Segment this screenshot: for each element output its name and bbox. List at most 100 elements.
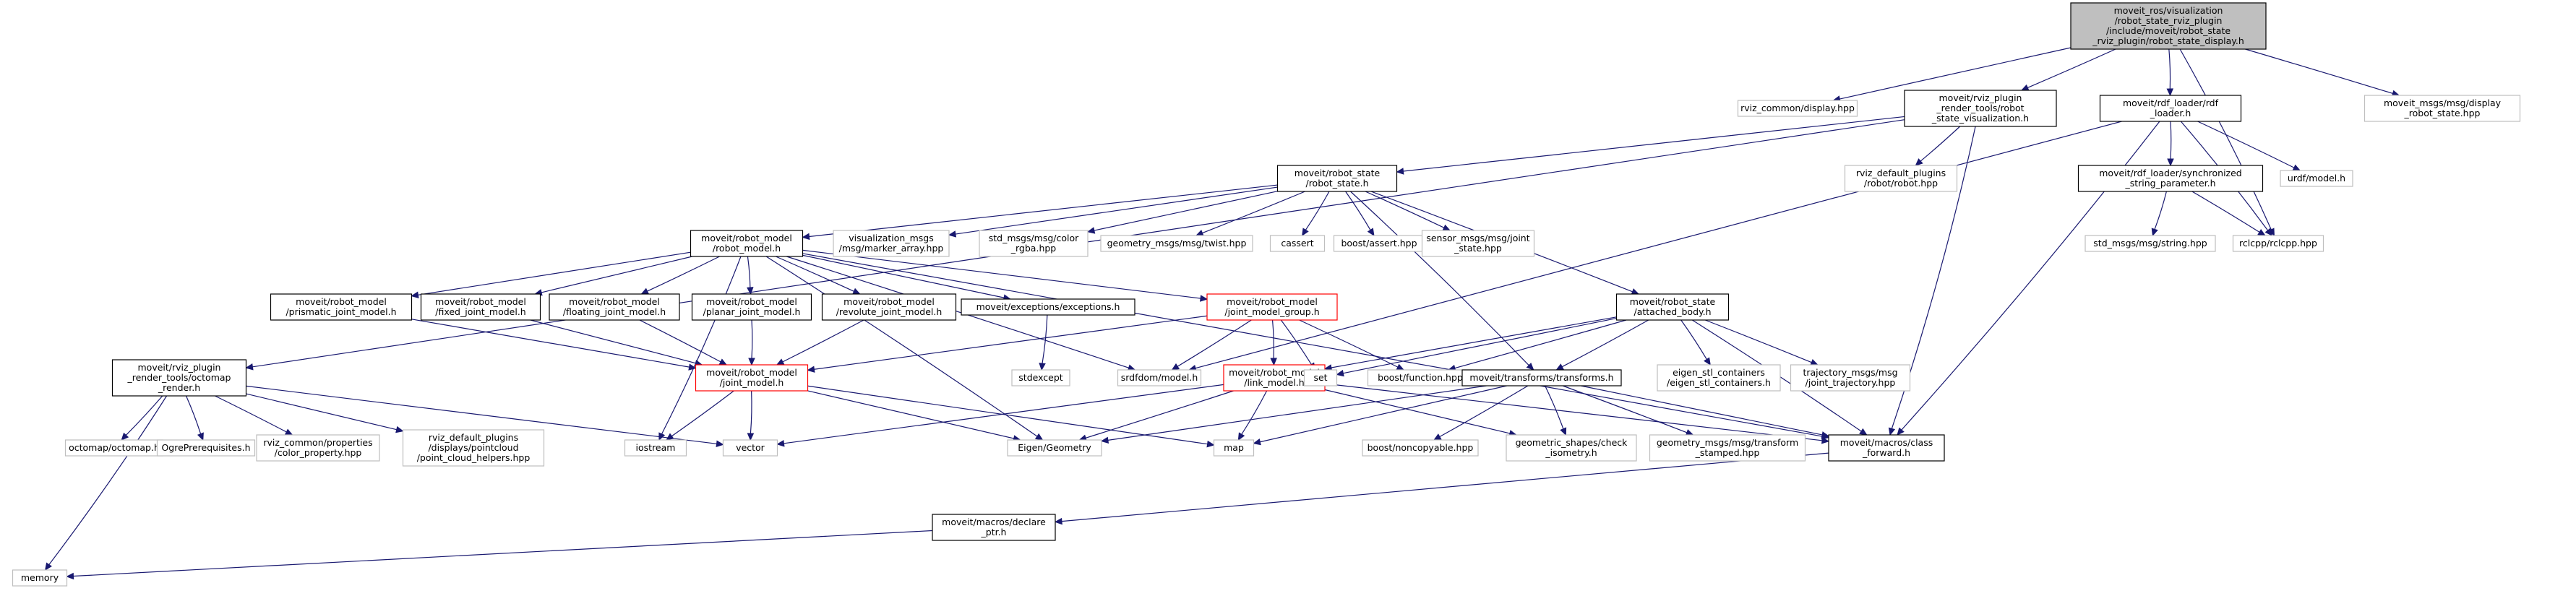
graph-node-srdfdom[interactable]: srdfdom/model.h bbox=[1117, 369, 1202, 386]
edge-arrowhead bbox=[1442, 224, 1451, 231]
node-box bbox=[961, 298, 1135, 316]
node-label-line: boost/noncopyable.hpp bbox=[1368, 442, 1474, 453]
node-label-line: /displays/pointcloud bbox=[428, 442, 518, 453]
node-label-line: set bbox=[1313, 372, 1327, 383]
graph-node-rviz-display[interactable]: rviz_common/display.hpp bbox=[1737, 100, 1858, 117]
edge-line bbox=[1920, 126, 1961, 162]
graph-node-noncopyable[interactable]: boost/noncopyable.hpp bbox=[1362, 439, 1479, 457]
graph-node-transforms[interactable]: moveit/transforms/transforms.h bbox=[1461, 369, 1622, 386]
graph-node-robot-state[interactable]: moveit/robot_state/robot_state.h bbox=[1276, 165, 1398, 192]
edge-arrowhead bbox=[807, 366, 815, 373]
edge-arrowhead bbox=[718, 358, 728, 366]
graph-node-octomap-render[interactable]: moveit/rviz_plugin_render_tools/octomap_… bbox=[111, 359, 247, 397]
graph-node-std-string[interactable]: std_msgs/msg/string.hpp bbox=[2085, 235, 2216, 252]
graph-node-twist[interactable]: geometry_msgs/msg/twist.hpp bbox=[1100, 235, 1253, 252]
node-label-line: moveit/macros/declare bbox=[942, 517, 1046, 527]
graph-node-boost-assert[interactable]: boost/assert.hpp bbox=[1333, 235, 1425, 252]
node-box bbox=[1461, 369, 1622, 386]
edge-line bbox=[747, 256, 751, 288]
graph-node-prismatic[interactable]: moveit/robot_model/prismatic_joint_model… bbox=[270, 293, 413, 321]
node-label-line: geometry_msgs/msg/twist.hpp bbox=[1107, 238, 1247, 249]
graph-node-rviz-robot[interactable]: rviz_default_plugins/robot/robot.hpp bbox=[1844, 165, 1958, 192]
graph-node-sync-string[interactable]: moveit/rdf_loader/synchronized_string_pa… bbox=[2077, 165, 2264, 192]
edge-joint-model-to-iostream bbox=[666, 390, 734, 441]
graph-node-marker-array[interactable]: visualization_msgs/msg/marker_array.hpp bbox=[833, 230, 950, 257]
edge-sync-string-to-std-string bbox=[2151, 191, 2167, 237]
graph-node-set[interactable]: set bbox=[1303, 369, 1338, 386]
graph-node-exceptions[interactable]: moveit/exceptions/exceptions.h bbox=[961, 298, 1135, 316]
graph-node-display-robot-state[interactable]: moveit_msgs/msg/display_robot_state.hpp bbox=[2364, 95, 2521, 122]
graph-node-ogre[interactable]: OgrePrerequisites.h bbox=[156, 439, 256, 457]
node-box bbox=[2232, 235, 2324, 252]
graph-node-eigen-geom[interactable]: Eigen/Geometry bbox=[1007, 439, 1102, 457]
edge-transforms-to-tf-stamped bbox=[1562, 385, 1694, 436]
graph-node-class-fwd[interactable]: moveit/macros/class_forward.h bbox=[1828, 434, 1945, 462]
graph-node-iostream[interactable]: iostream bbox=[624, 439, 687, 457]
graph-node-rclcpp[interactable]: rclcpp/rclcpp.hpp bbox=[2232, 235, 2324, 252]
graph-node-memory[interactable]: memory bbox=[12, 569, 68, 587]
edge-transforms-to-eigen-geom bbox=[1100, 385, 1487, 444]
edge-line bbox=[125, 395, 163, 436]
node-label-line: moveit/robot_model bbox=[569, 296, 660, 307]
edge-line bbox=[1305, 191, 1330, 230]
node-label-line: moveit/robot_model bbox=[1227, 296, 1318, 307]
graph-node-octomap[interactable]: octomap/octomap.h bbox=[64, 439, 164, 457]
graph-node-urdf-model[interactable]: urdf/model.h bbox=[2280, 170, 2353, 187]
graph-node-floating[interactable]: moveit/robot_model/floating_joint_model.… bbox=[549, 293, 680, 321]
edge-arrowhead bbox=[1171, 363, 1180, 371]
graph-node-color-rgba[interactable]: std_msgs/msg/color_rgba.hpp bbox=[979, 230, 1089, 257]
edge-root-to-rdf-loader bbox=[2166, 48, 2174, 97]
graph-node-cassert[interactable]: cassert bbox=[1269, 235, 1326, 252]
node-box bbox=[1737, 100, 1858, 117]
graph-node-root[interactable]: moveit_ros/visualization/robot_state_rvi… bbox=[2070, 2, 2267, 50]
graph-node-map[interactable]: map bbox=[1213, 439, 1255, 457]
graph-node-tf-stamped[interactable]: geometry_msgs/msg/transform_stamped.hpp bbox=[1649, 434, 1806, 462]
graph-node-planar[interactable]: moveit/robot_model/planar_joint_model.h bbox=[691, 293, 812, 321]
edge-arrowhead bbox=[776, 439, 785, 447]
node-label-line: trajectory_msgs/msg bbox=[1803, 367, 1897, 378]
graph-node-color-prop[interactable]: rviz_common/properties/color_property.hp… bbox=[256, 434, 380, 462]
edge-joint-model-to-map bbox=[807, 385, 1215, 448]
edge-line bbox=[1350, 191, 1529, 366]
node-label-line: std_msgs/msg/color bbox=[989, 233, 1079, 243]
graph-node-stdexcept[interactable]: stdexcept bbox=[1011, 369, 1070, 386]
edge-robot-state-to-twist bbox=[1195, 191, 1305, 236]
graph-node-rdf-loader[interactable]: moveit/rdf_loader/rdf_loader.h bbox=[2099, 95, 2242, 122]
node-label-line: /joint_trajectory.hpp bbox=[1806, 377, 1896, 388]
graph-node-robot-model[interactable]: moveit/robot_model/robot_model.h bbox=[690, 230, 804, 257]
edge-arrowhead bbox=[1195, 230, 1204, 236]
edge-rdf-loader-to-sync-string bbox=[2167, 121, 2174, 167]
node-label-line: rviz_default_plugins bbox=[1856, 168, 1946, 178]
graph-node-attached-body[interactable]: moveit/robot_state/attached_body.h bbox=[1615, 293, 1730, 321]
node-box bbox=[2085, 235, 2216, 252]
graph-node-rsv[interactable]: moveit/rviz_plugin_render_tools/robot_st… bbox=[1904, 90, 2057, 127]
graph-node-jmg[interactable]: moveit/robot_model/joint_model_group.h bbox=[1206, 293, 1338, 321]
node-label-line: rviz_default_plugins bbox=[429, 432, 518, 443]
edge-arrowhead bbox=[852, 288, 861, 295]
node-box bbox=[979, 230, 1089, 257]
graph-node-pc-helpers[interactable]: rviz_default_plugins/displays/pointcloud… bbox=[402, 429, 545, 467]
edge-line bbox=[750, 390, 752, 434]
edge-arrowhead bbox=[1897, 427, 1905, 436]
graph-node-traj[interactable]: trajectory_msgs/msg/joint_trajectory.hpp bbox=[1790, 364, 1911, 392]
edge-line bbox=[1061, 452, 1829, 522]
graph-node-revolute[interactable]: moveit/robot_model/revolute_joint_model.… bbox=[821, 293, 957, 321]
graph-node-joint-model[interactable]: moveit/robot_model/joint_model.h bbox=[695, 364, 809, 392]
graph-node-boost-function[interactable]: boost/function.hpp bbox=[1367, 369, 1474, 386]
node-label-line: moveit/robot_model bbox=[1229, 367, 1320, 378]
node-label-line: octomap/octomap.h bbox=[69, 442, 160, 453]
edge-arrowhead bbox=[1253, 438, 1261, 446]
edge-link-model-to-map bbox=[1237, 390, 1268, 441]
graph-node-eigen-stl[interactable]: eigen_stl_containers/eigen_stl_container… bbox=[1657, 364, 1781, 392]
graph-node-vector[interactable]: vector bbox=[722, 439, 778, 457]
graph-node-check-iso[interactable]: geometric_shapes/check_isometry.h bbox=[1506, 434, 1637, 462]
graph-node-joint-state[interactable]: sensor_msgs/msg/joint_state.hpp bbox=[1421, 230, 1535, 257]
node-box bbox=[549, 293, 680, 321]
edge-arrowhead bbox=[395, 426, 404, 433]
edge-jmg-to-set bbox=[1280, 319, 1316, 371]
edge-jmg-to-joint-model bbox=[807, 315, 1208, 373]
graph-node-declare-ptr[interactable]: moveit/macros/declare_ptr.h bbox=[932, 514, 1056, 541]
graph-node-fixed[interactable]: moveit/robot_model/fixed_joint_model.h bbox=[420, 293, 541, 321]
edge-line bbox=[73, 530, 933, 577]
edge-rsv-to-rviz-robot bbox=[1915, 126, 1961, 166]
